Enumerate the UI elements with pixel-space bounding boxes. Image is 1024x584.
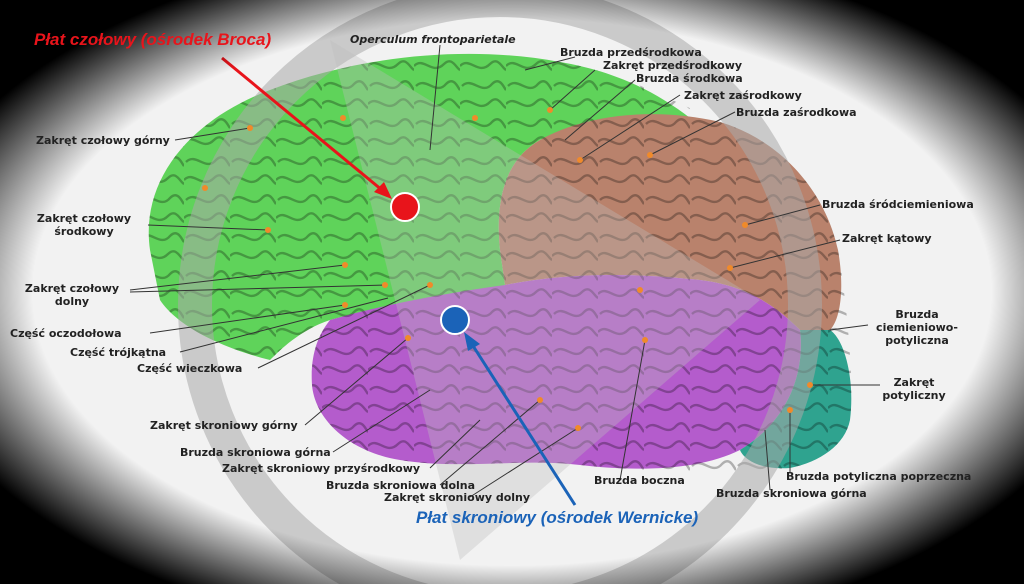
label-zakret-czolowy-srodkowy-line2: środkowy [54, 225, 114, 238]
label-bruzda-skroniowa-gorna-right: Bruzda skroniowa górna [716, 487, 867, 500]
label-czesc-trojkatna: Część trójkątna [70, 346, 167, 359]
label-zakret-przedsrodkowy: Zakręt przedśrodkowy [603, 59, 743, 72]
label-zakret-potyliczny: Zakręt potyliczny [866, 376, 962, 402]
label-bruzda-ciemieniowo-potyliczna: Bruzda ciemieniowo- potyliczna [862, 308, 972, 347]
label-operculum-frontoparietale: Operculum frontoparietale [350, 33, 516, 46]
wernicke-title: Płat skroniowy (ośrodek Wernicke) [416, 508, 699, 527]
label-zakret-zasrodkowy: Zakręt zaśrodkowy [684, 89, 802, 102]
label-bruzda-skroniowa-gorna-left: Bruzda skroniowa górna [180, 446, 331, 459]
label-bruzda-srodciemieniowa: Bruzda śródciemieniowa [822, 198, 974, 211]
label-bruzda-przedsrodkowa: Bruzda przedśrodkowa [560, 46, 702, 59]
label-zakret-katowy: Zakręt kątowy [842, 232, 932, 245]
label-zakret-skroniowy-dolny: Zakręt skroniowy dolny [384, 491, 531, 504]
label-bruzda-ciemieniowo-line2: ciemieniowo- [876, 321, 958, 334]
label-bruzda-potyliczna-poprzeczna: Bruzda potyliczna poprzeczna [786, 470, 972, 483]
label-bruzda-srodkowa: Bruzda środkowa [636, 72, 743, 85]
label-czesc-wieczkowa: Część wieczkowa [137, 362, 243, 375]
label-bruzda-ciemieniowo-line3: potyliczna [885, 334, 949, 347]
label-zakret-czolowy-srodkowy: Zakręt czołowy środkowy [32, 212, 136, 238]
label-zakret-skroniowy-gorny: Zakręt skroniowy górny [150, 419, 298, 432]
label-bruzda-zasrodkowa: Bruzda zaśrodkowa [736, 106, 857, 119]
label-zakret-czolowy-srodkowy-line1: Zakręt czołowy [36, 212, 132, 225]
label-zakret-potyliczny-line2: potyliczny [882, 389, 946, 402]
label-zakret-czolowy-dolny-line2: dolny [54, 295, 90, 308]
label-czesc-oczodolowa: Część oczodołowa [10, 327, 122, 340]
label-bruzda-ciemieniowo-line1: Bruzda [895, 308, 939, 321]
label-zakret-czolowy-gorny: Zakręt czołowy górny [36, 134, 170, 147]
label-zakret-czolowy-dolny-line1: Zakręt czołowy [24, 282, 120, 295]
broca-title: Płat czołowy (ośrodek Broca) [34, 30, 272, 49]
label-bruzda-skroniowa-dolna: Bruzda skroniowa dolna [326, 479, 476, 492]
label-zakret-skroniowy-przysrodkowy: Zakręt skroniowy przyśrodkowy [222, 462, 421, 475]
label-bruzda-boczna: Bruzda boczna [594, 474, 685, 487]
label-zakret-czolowy-dolny: Zakręt czołowy dolny [20, 282, 124, 308]
label-zakret-potyliczny-line1: Zakręt [893, 376, 935, 389]
